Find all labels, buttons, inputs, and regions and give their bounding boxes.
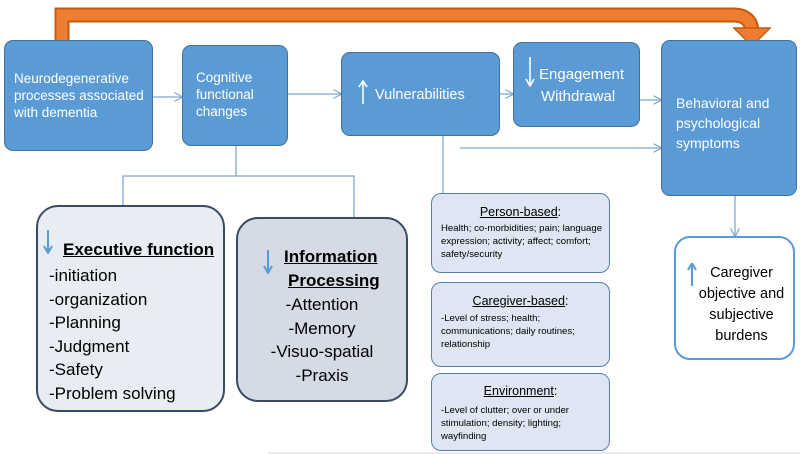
list-item: -Problem solving bbox=[49, 383, 176, 403]
withdrawal-label: Withdrawal bbox=[541, 88, 616, 105]
list-item: -Judgment bbox=[49, 336, 130, 356]
list-item: -organization bbox=[49, 289, 148, 309]
executive-function-list: -initiation -organization -Planning -Jud… bbox=[49, 264, 176, 405]
neurodegenerative-box: Neurodegenerative processes associated w… bbox=[4, 40, 153, 151]
person-based-text: Health; co-morbidities; pain; language e… bbox=[441, 223, 603, 260]
caregiver-based-text: -Level of stress; health; communications… bbox=[441, 313, 575, 350]
cognitive-changes-box: Cognitive functional changes bbox=[182, 45, 288, 146]
arrow-down-icon bbox=[525, 57, 535, 87]
caregiver-based-box: Caregiver-based: -Level of stress; healt… bbox=[431, 282, 610, 367]
information-processing-title-line1: Information bbox=[284, 247, 378, 266]
caregiver-burden-label: Caregiver objective and subjective burde… bbox=[698, 265, 785, 344]
list-item: -Planning bbox=[49, 313, 121, 332]
executive-function-card: Executive function -initiation -organiza… bbox=[36, 205, 225, 412]
list-item: -Attention bbox=[285, 295, 359, 314]
engagement-label: Engagement bbox=[539, 66, 625, 83]
engagement-box: Engagement Withdrawal bbox=[513, 42, 640, 127]
executive-function-title: Executive function bbox=[63, 240, 215, 259]
behavioral-symptoms-box: Behavioral and psychological symptoms bbox=[661, 40, 797, 196]
list-item: -Visuo-spatial bbox=[270, 342, 374, 361]
vulnerabilities-label: Vulnerabilities bbox=[375, 87, 465, 103]
feedback-arrowhead bbox=[732, 27, 772, 48]
person-based-box: Person-based: Health; co-morbidities; pa… bbox=[431, 193, 610, 273]
cognitive-changes-label: Cognitive functional changes bbox=[196, 70, 254, 119]
vulnerabilities-box: Vulnerabilities bbox=[341, 52, 500, 136]
list-item: -Memory bbox=[288, 318, 356, 338]
arrow-down-icon bbox=[263, 250, 273, 274]
caregiver-based-title: Caregiver-based: bbox=[472, 294, 569, 308]
list-item: -Praxis bbox=[295, 365, 349, 385]
information-processing-card: Information Processing -Attention -Memor… bbox=[236, 217, 408, 402]
arrow-up-icon bbox=[358, 80, 368, 104]
list-item: -initiation bbox=[49, 266, 118, 285]
neurodegenerative-label: Neurodegenerative processes associated w… bbox=[14, 71, 144, 120]
arrow-down-icon bbox=[43, 230, 53, 254]
person-based-title: Person-based: bbox=[479, 205, 562, 219]
list-item: -Safety bbox=[49, 360, 103, 379]
arrow-up-icon bbox=[687, 263, 697, 286]
information-processing-title-line2: Processing bbox=[288, 271, 380, 290]
environment-box: Environment: -Level of clutter; over or … bbox=[431, 373, 610, 451]
information-processing-list: -Attention -Memory -Visuo-spatial -Praxi… bbox=[238, 293, 406, 387]
environment-title: Environment: bbox=[483, 384, 558, 398]
environment-text: -Level of clutter; over or under stimula… bbox=[441, 405, 569, 442]
behavioral-symptoms-label: Behavioral and psychological symptoms bbox=[676, 95, 770, 151]
caregiver-burden-box: Caregiver objective and subjective burde… bbox=[674, 236, 795, 360]
